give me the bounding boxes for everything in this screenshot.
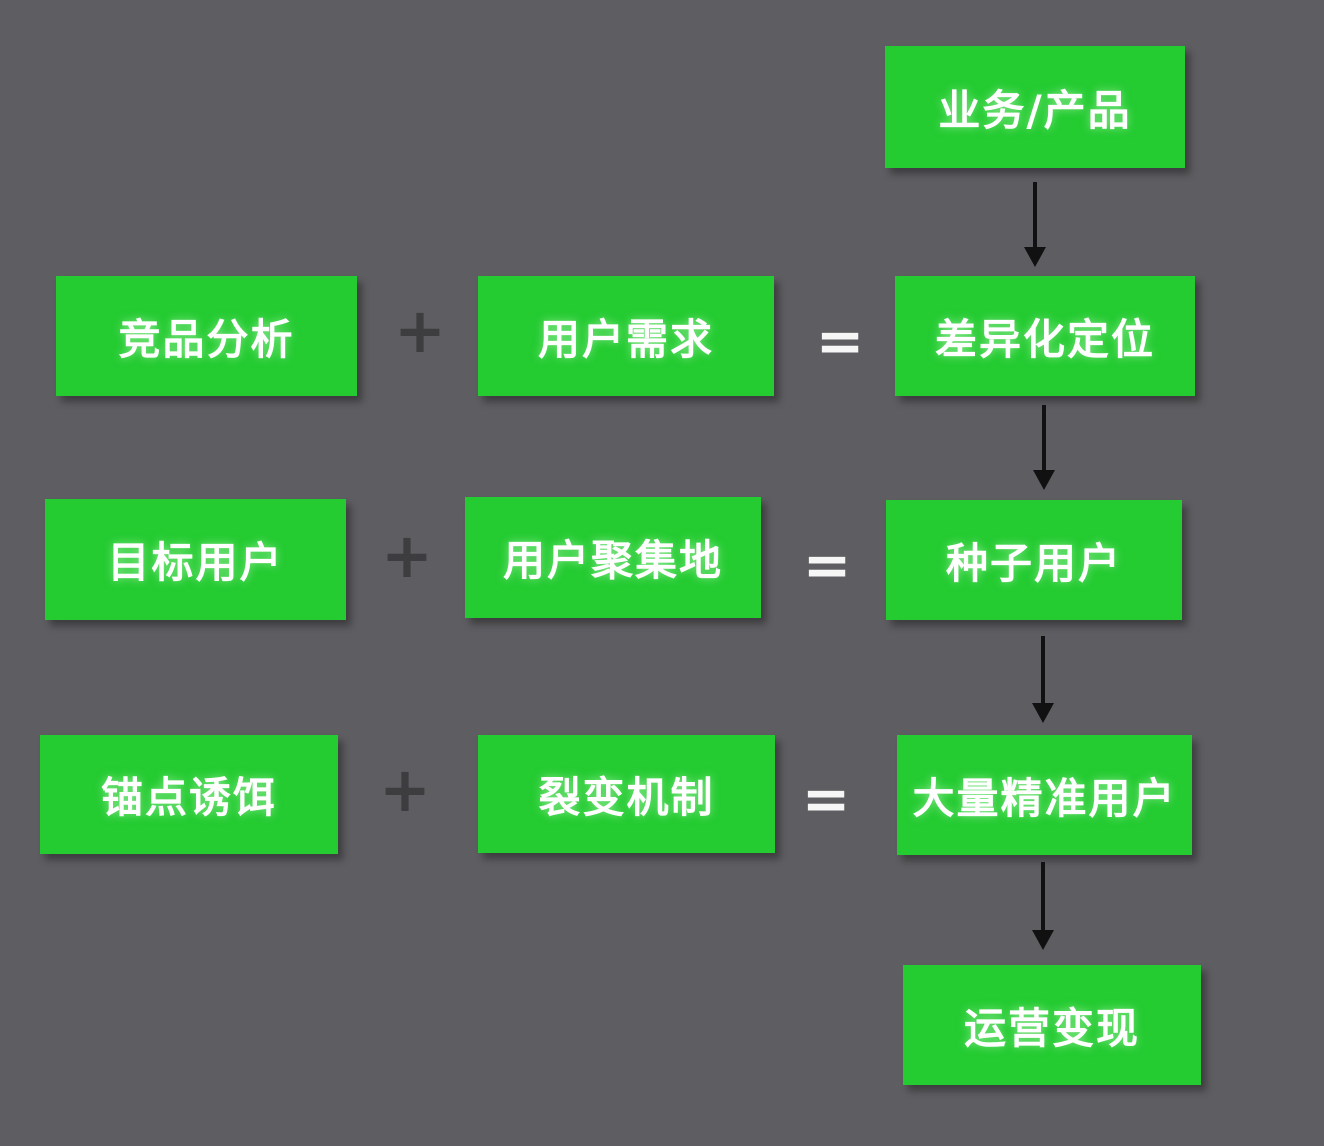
node-operation-monetization: 运营变现 bbox=[903, 965, 1201, 1085]
node-differentiated-positioning: 差异化定位 bbox=[895, 276, 1195, 396]
node-user-gathering-places: 用户聚集地 bbox=[465, 497, 761, 618]
arrow-shaft bbox=[1042, 405, 1046, 470]
node-seed-users: 种子用户 bbox=[886, 500, 1182, 620]
arrow-shaft bbox=[1041, 862, 1045, 930]
arrow-head bbox=[1032, 703, 1054, 723]
node-anchor-bait: 锚点诱饵 bbox=[40, 735, 338, 854]
plus-operator-1: + bbox=[394, 294, 446, 367]
node-business-product: 业务/产品 bbox=[885, 46, 1185, 168]
node-competitor-analysis: 竞品分析 bbox=[56, 276, 357, 396]
equals-operator-2: = bbox=[802, 531, 852, 599]
flow-arrow-1-icon bbox=[1024, 182, 1046, 267]
arrow-head bbox=[1024, 247, 1046, 267]
arrow-head bbox=[1033, 470, 1055, 490]
node-target-users: 目标用户 bbox=[45, 499, 346, 620]
node-user-needs: 用户需求 bbox=[478, 276, 774, 396]
equals-operator-3: = bbox=[801, 765, 851, 833]
arrow-shaft bbox=[1041, 636, 1045, 703]
flow-arrow-2-icon bbox=[1033, 405, 1055, 490]
node-precise-users: 大量精准用户 bbox=[897, 735, 1192, 855]
arrow-shaft bbox=[1033, 182, 1037, 247]
plus-operator-2: + bbox=[381, 519, 433, 592]
equals-operator-1: = bbox=[815, 307, 865, 375]
arrow-head bbox=[1032, 930, 1054, 950]
flow-arrow-4-icon bbox=[1032, 862, 1054, 950]
node-fission-mechanism: 裂变机制 bbox=[478, 735, 775, 853]
plus-operator-3: + bbox=[379, 753, 431, 826]
flow-arrow-3-icon bbox=[1032, 636, 1054, 723]
